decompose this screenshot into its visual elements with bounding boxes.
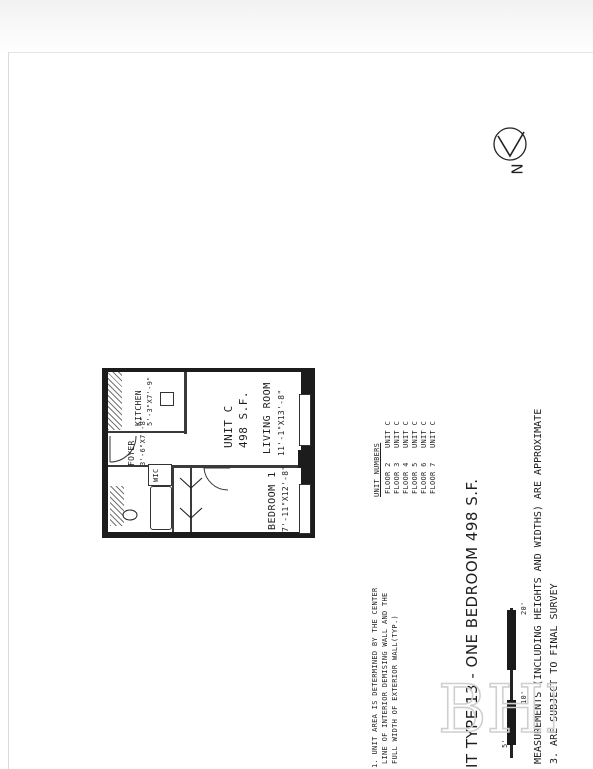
logo-text: BHR xyxy=(438,671,556,742)
area-note-line-1: 1. UNIT AREA IS DETERMINED BY THE CENTER xyxy=(371,587,379,768)
unit-floor-row: FLOOR 2 xyxy=(384,462,392,494)
scale-bar-line xyxy=(510,608,513,758)
plan-wall-left xyxy=(102,368,108,538)
entry-door-icon xyxy=(109,435,137,463)
unit-floor-row: FLOOR 5 xyxy=(411,462,419,494)
kitchen-wall-right xyxy=(184,372,187,434)
scale-mark-end: 20' xyxy=(520,601,528,615)
plan-wall-bottom xyxy=(102,532,315,538)
bath-wall-top xyxy=(108,465,174,467)
toilet-icon xyxy=(122,509,138,521)
bedroom-door-icon xyxy=(203,467,230,491)
living-room-name: LIVING ROOM xyxy=(262,382,273,454)
closet-wall xyxy=(190,468,192,532)
unit-code-row: UNIT C xyxy=(429,420,437,448)
kitchen-dims: 5'-3"X7'-9" xyxy=(146,376,154,426)
north-label: N xyxy=(508,163,527,175)
unit-floor-row: FLOOR 7 xyxy=(429,462,437,494)
bedroom-dims: 7'-11"X12'-8" xyxy=(281,465,290,532)
bath-wall-right xyxy=(172,465,174,532)
area-note-line-2: LINE OF INTERIOR DEMISING WALL AND THE xyxy=(381,592,389,764)
area-note-line-3: FULL WIDTH OF EXTERIOR WALL(TYP.) xyxy=(391,615,399,764)
foyer-name: FOYER xyxy=(127,440,136,466)
bath-vanity-hatch xyxy=(110,486,124,526)
window-living xyxy=(299,394,311,446)
partition-wall xyxy=(174,465,302,468)
wic-box xyxy=(148,464,172,486)
kitchen-counter-hatch xyxy=(108,372,122,430)
plan-wall-top xyxy=(102,368,315,372)
closet-door-icon xyxy=(179,477,203,519)
floor-plan: UNIT C 498 S.F. LIVING ROOM 11'-1"X13'-8… xyxy=(102,368,315,538)
compass: N xyxy=(490,126,530,181)
unit-name: UNIT C xyxy=(222,405,235,448)
page-border xyxy=(8,52,593,769)
partition-wall-end xyxy=(298,450,304,468)
scale-bar-fill xyxy=(507,700,516,745)
unit-code-row: UNIT C xyxy=(402,420,410,448)
scan-edge xyxy=(0,0,593,55)
unit-area: 498 S.F. xyxy=(237,391,250,448)
closet-label: WIC xyxy=(152,468,160,482)
foyer-dims: 3'-6"X7'-8" xyxy=(139,416,147,466)
unit-numbers-header: UNIT NUMBERS xyxy=(373,442,381,497)
unit-code-row: UNIT C xyxy=(420,420,428,448)
window-bedroom xyxy=(299,484,311,534)
bathtub xyxy=(150,486,172,530)
living-room-dims: 11'-1"X13'-8" xyxy=(277,389,286,456)
unit-code-row: UNIT C xyxy=(393,420,401,448)
kitchen-wall-bottom xyxy=(108,431,187,433)
unit-code-row: UNIT C xyxy=(411,420,419,448)
scale-bar-fill xyxy=(507,610,516,670)
bhr-logo-watermark: BHR xyxy=(437,670,556,742)
north-arrow-icon xyxy=(493,127,527,161)
unit-floor-row: FLOOR 6 xyxy=(420,462,428,494)
kitchen-appliance xyxy=(160,392,174,406)
unit-floor-row: FLOOR 4 xyxy=(402,462,410,494)
unit-code-row: UNIT C xyxy=(384,420,392,448)
unit-floor-row: FLOOR 3 xyxy=(393,462,401,494)
bedroom-name: BEDROOM 1 xyxy=(267,471,278,530)
